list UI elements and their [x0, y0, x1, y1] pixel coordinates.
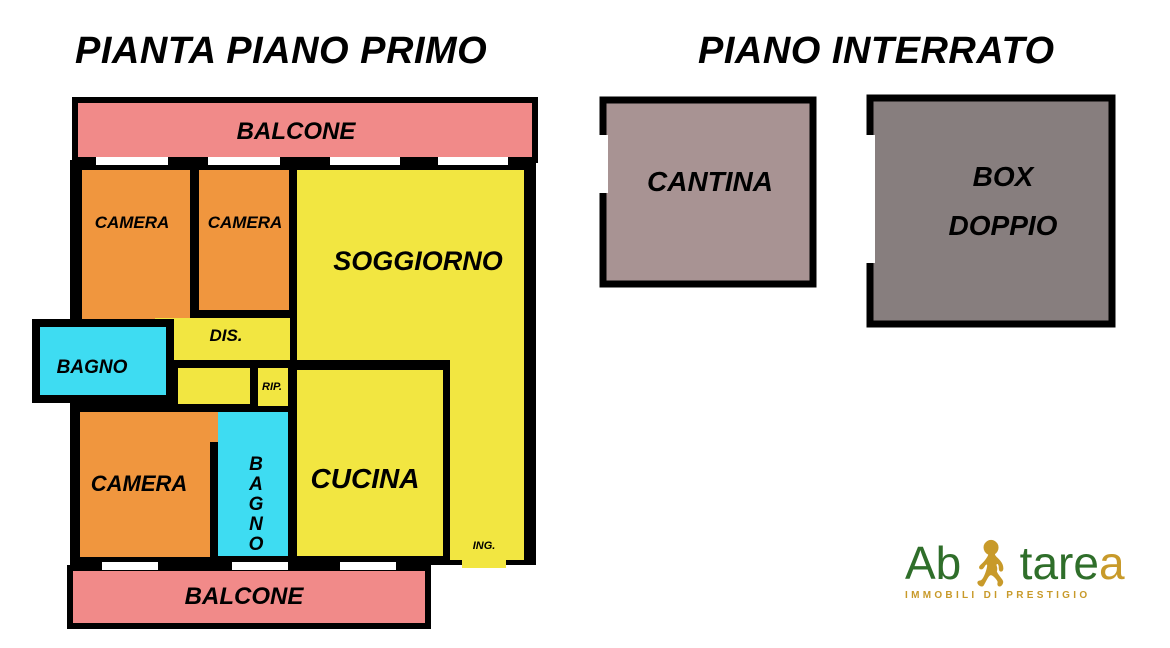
camera-1-area [82, 170, 190, 320]
ing-label: ING. [473, 540, 496, 552]
box-area [866, 94, 1116, 328]
dis-area [155, 318, 290, 360]
balcone-top-label: BALCONE [237, 118, 357, 145]
cucina-area [297, 370, 443, 556]
rip-label: RIP. [262, 381, 282, 393]
bagno-vertical-letter: G [249, 494, 264, 515]
box-label-line1: BOX [973, 161, 1036, 192]
bagno-vertical-letter: A [248, 474, 263, 495]
soggiorno-area [297, 170, 524, 360]
bagno-left-label: BAGNO [57, 357, 128, 378]
bagno-vertical-area [218, 412, 288, 556]
camera-2-label: CAMERA [208, 213, 283, 232]
first-floor-title: PIANTA PIANO PRIMO [75, 30, 488, 72]
camera-2-area [199, 170, 289, 310]
dis-label: DIS. [209, 326, 242, 345]
bagno-vertical-letter: B [249, 454, 263, 475]
bagno-left-area [32, 319, 174, 403]
figure-icon: 🚶︎ [961, 537, 1020, 589]
cantina-label: CANTINA [647, 166, 773, 197]
bagno-vertical-letter: O [249, 534, 264, 555]
soggiorno-label: SOGGIORNO [333, 246, 503, 276]
logo-tagline: IMMOBILI DI PRESTIGIO [905, 590, 1091, 601]
cucina-label: CUCINA [311, 463, 420, 494]
camera-3-label: CAMERA [91, 471, 188, 496]
bagno-vertical-letter: N [249, 514, 264, 535]
camera-1-label: CAMERA [95, 213, 170, 232]
balcone-bottom-label: BALCONE [185, 583, 305, 610]
abitarea-logo: Ab🚶︎tarea IMMOBILI DI PRESTIGIO [905, 537, 1125, 601]
box-label-line2: DOPPIO [949, 210, 1058, 241]
cantina-area [599, 96, 817, 288]
rip-area [258, 368, 288, 406]
basement-title: PIANO INTERRATO [698, 30, 1055, 72]
logo-wordmark: Ab🚶︎tarea [905, 537, 1125, 589]
